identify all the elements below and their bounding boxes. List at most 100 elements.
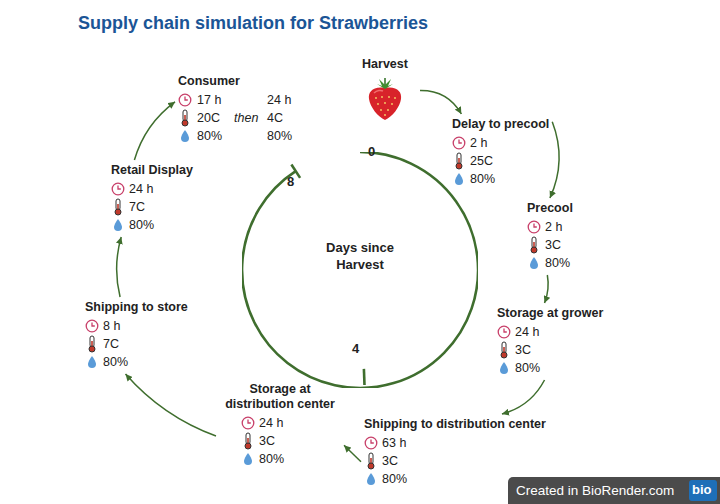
thermometer-icon: [454, 152, 464, 170]
strawberry-holder: [353, 72, 417, 124]
stage-value: 2 h: [545, 220, 562, 234]
value-row: 80%: [85, 353, 188, 371]
stage-value: 24 h: [259, 416, 283, 430]
stage-value: 80%: [103, 355, 128, 369]
thermometer-icon: [452, 152, 466, 170]
humidity-icon: [529, 256, 539, 270]
value-row: 80%: [497, 359, 603, 377]
value-row: 24 h: [497, 323, 603, 341]
value-row: 25C: [452, 152, 549, 170]
humidity-icon: [85, 355, 99, 369]
clock-icon: [85, 319, 99, 333]
value-row: 7C: [85, 335, 188, 353]
stage-heading: Consumer: [178, 74, 292, 89]
value-row: 24 h: [241, 414, 341, 432]
clock-icon: [178, 93, 192, 107]
stage-value: 80%: [197, 129, 231, 143]
stage-value: 25C: [470, 154, 493, 168]
thermometer-icon: [111, 198, 125, 216]
flow-arrow: [134, 102, 175, 160]
diagram-title: Supply chain simulation for Strawberries: [78, 13, 428, 34]
humidity-icon: [178, 129, 192, 143]
stage-value: 7C: [103, 337, 119, 351]
stage-value: 80%: [259, 452, 284, 466]
humidity-icon: [454, 172, 464, 186]
thermometer-icon: [87, 335, 97, 353]
stage-value: 3C: [545, 238, 561, 252]
flow-arrow: [550, 122, 559, 198]
clock-icon: [241, 416, 255, 430]
clock-icon: [527, 220, 541, 234]
stage-heading: Shipping to store: [85, 300, 188, 315]
value-row: 2 h: [452, 134, 549, 152]
axis-title: Days since Harvest: [312, 239, 408, 273]
stage-values: 24 h 3C 80%: [241, 414, 341, 468]
stage-value: 24 h: [129, 182, 153, 196]
value-row: 8 h: [85, 317, 188, 335]
value-row: 7C: [111, 198, 193, 216]
humidity-icon: [527, 256, 541, 270]
stage-values: 24 h 3C 80%: [497, 323, 603, 377]
clock-icon: [364, 436, 378, 450]
value-row: 3C: [497, 341, 603, 359]
stage-value: 24 h: [515, 325, 539, 339]
stage-value: 4C: [267, 111, 292, 125]
stage-value: 80%: [545, 256, 570, 270]
flow-arrow: [420, 90, 461, 114]
thermometer-icon: [178, 109, 192, 127]
stage-node: Consumer17 h24 h20Cthen4C80%80%: [175, 71, 295, 148]
flow-arrow: [126, 374, 216, 436]
thermometer-icon: [180, 109, 190, 127]
flow-arrow: [502, 380, 545, 414]
stage-values: 63 h 3C 80%: [364, 434, 546, 488]
thermometer-icon: [364, 452, 378, 470]
humidity-icon: [180, 129, 190, 143]
thermometer-icon: [529, 236, 539, 254]
thermometer-icon: [527, 236, 541, 254]
humidity-icon: [243, 452, 253, 466]
stage-node: Harvest: [350, 54, 420, 127]
stage-value: 3C: [259, 434, 275, 448]
flow-arrow: [117, 237, 122, 297]
tick-label: 0: [368, 144, 375, 159]
value-row: 80%: [527, 254, 573, 272]
humidity-icon: [366, 472, 376, 486]
stage-value: 80%: [129, 218, 154, 232]
value-row: 3C: [364, 452, 546, 470]
watermark-text: Created in BioRender.com: [516, 483, 674, 498]
stage-values: 8 h 7C 80%: [85, 317, 188, 371]
stage-heading: Harvest: [353, 57, 417, 72]
watermark-logo: bio: [692, 482, 712, 497]
clock-icon: [527, 220, 541, 234]
humidity-icon: [241, 452, 255, 466]
stage-value: then: [234, 111, 264, 125]
stage-value: 80%: [382, 472, 407, 486]
tick-label: 4: [352, 341, 359, 356]
stage-node: Retail Display24 h7C80%: [108, 160, 196, 237]
value-row: 80%: [241, 450, 341, 468]
stage-values: 24 h 7C 80%: [111, 180, 193, 234]
clock-icon: [364, 436, 378, 450]
stage-value: 3C: [382, 454, 398, 468]
value-row: 80%: [111, 216, 193, 234]
humidity-icon: [87, 355, 97, 369]
stage-value: 63 h: [382, 436, 406, 450]
stage-heading: Storage at grower: [497, 306, 603, 321]
stage-value: 80%: [267, 129, 292, 143]
value-row: 63 h: [364, 434, 546, 452]
clock-icon: [111, 182, 125, 196]
stage-node: Shipping to store 8 h 7C 80%: [82, 297, 191, 374]
stage-node: Storage at grower 24 h 3C 80%: [494, 303, 606, 380]
stage-node: Delay to precool2 h25C80%: [449, 114, 552, 191]
timeline-circle: Days since Harvest: [242, 152, 478, 388]
clock-icon: [452, 136, 466, 150]
clock-icon: [111, 182, 125, 196]
stage-value: 3C: [515, 343, 531, 357]
stage-value: 2 h: [470, 136, 487, 150]
stage-value: 24 h: [267, 93, 292, 107]
flow-arrow: [545, 275, 549, 303]
thermometer-icon: [499, 341, 509, 359]
stage-value: 20C: [197, 111, 231, 125]
clock-icon: [452, 136, 466, 150]
thermometer-icon: [113, 198, 123, 216]
